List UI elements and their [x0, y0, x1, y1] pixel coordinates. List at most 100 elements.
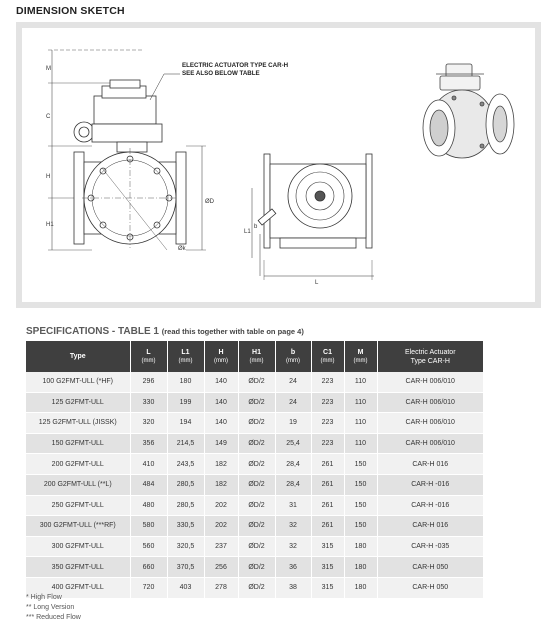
- table-cell: 202: [204, 495, 239, 517]
- valve-3d-illustration: [422, 63, 515, 159]
- table-cell: 720: [130, 577, 168, 599]
- specifications-note: (read this together with table on page 4…: [161, 327, 304, 336]
- table-cell: 300 G2FMT-ULL (***RF): [26, 515, 131, 537]
- footnote-high-flow: * High Flow: [26, 594, 62, 601]
- header-type: Type: [26, 341, 131, 372]
- table-cell: 484: [130, 474, 168, 496]
- table-cell: ØD/2: [238, 556, 276, 578]
- table-cell: 560: [130, 536, 168, 558]
- table-cell: 32: [275, 515, 312, 537]
- table-cell: CAR-H 006/010: [377, 433, 483, 455]
- table-cell: 150: [344, 515, 378, 537]
- table-cell: 202: [204, 515, 239, 537]
- table-cell: 315: [311, 577, 345, 599]
- table-cell: 410: [130, 453, 168, 475]
- table-cell: 36: [275, 556, 312, 578]
- table-cell: CAR-H 050: [377, 556, 483, 578]
- table-cell: ØD/2: [238, 515, 276, 537]
- table-cell: 28,4: [275, 474, 312, 496]
- table-cell: 140: [204, 412, 239, 434]
- table-cell: ØD/2: [238, 577, 276, 599]
- table-cell: 280,5: [167, 495, 205, 517]
- dim-label-dk: Øk: [178, 246, 187, 252]
- header-l1: L1(mm): [167, 341, 205, 372]
- table-cell: 403: [167, 577, 205, 599]
- table-cell: ØD/2: [238, 372, 276, 393]
- dimension-labels-side: L L1 b: [244, 224, 319, 286]
- header-h1: H1(mm): [238, 341, 276, 372]
- table-cell: CAR-H 016: [377, 453, 483, 475]
- table-cell: ØD/2: [238, 495, 276, 517]
- table-cell: 110: [344, 412, 378, 434]
- actuator-callout-line-2: SEE ALSO BELOW TABLE: [182, 70, 260, 77]
- dimension-labels-front: M C H H1 ØD Øk: [46, 66, 215, 252]
- table-cell: 320,5: [167, 536, 205, 558]
- table-cell: 31: [275, 495, 312, 517]
- table-cell: 214,5: [167, 433, 205, 455]
- table-cell: CAR-H -016: [377, 474, 483, 496]
- table-cell: 278: [204, 577, 239, 599]
- dim-label-c: C: [46, 114, 51, 120]
- dim-label-d: ØD: [205, 199, 215, 205]
- front-view-drawing: [48, 49, 206, 251]
- table-cell: 28,4: [275, 453, 312, 475]
- table-cell: 24: [275, 372, 312, 393]
- table-cell: ØD/2: [238, 412, 276, 434]
- dim-label-l1: L1: [244, 229, 251, 235]
- table-header-row: Type L(mm) L1(mm) H(mm) H1(mm) b(mm) C1(…: [26, 341, 483, 372]
- table-cell: 315: [311, 536, 345, 558]
- table-cell: 223: [311, 392, 345, 414]
- footnote-reduced-flow: *** Reduced Flow: [26, 614, 81, 621]
- table-cell: 38: [275, 577, 312, 599]
- header-b: b(mm): [275, 341, 312, 372]
- table-cell: 182: [204, 474, 239, 496]
- dim-label-m: M: [46, 66, 51, 72]
- table-cell: 370,5: [167, 556, 205, 578]
- table-cell: 256: [204, 556, 239, 578]
- table-cell: 140: [204, 392, 239, 414]
- table-cell: 149: [204, 433, 239, 455]
- table-cell: 200 G2FMT-ULL: [26, 453, 131, 475]
- table-cell: 110: [344, 392, 378, 414]
- table-cell: 250 G2FMT-ULL: [26, 495, 131, 517]
- table-cell: 243,5: [167, 453, 205, 475]
- table-cell: 223: [311, 433, 345, 455]
- footnote-long-version: ** Long Version: [26, 604, 75, 611]
- table-cell: 182: [204, 453, 239, 475]
- table-cell: 315: [311, 556, 345, 578]
- table-cell: 150 G2FMT-ULL: [26, 433, 131, 455]
- dim-label-l: L: [315, 280, 319, 286]
- side-view-drawing: [251, 153, 374, 280]
- table-cell: 150: [344, 474, 378, 496]
- table-cell: 180: [167, 372, 205, 393]
- dim-label-h1: H1: [46, 222, 54, 228]
- table-cell: CAR-H 050: [377, 577, 483, 599]
- table-cell: ØD/2: [238, 433, 276, 455]
- table-cell: 150: [344, 495, 378, 517]
- table-cell: 24: [275, 392, 312, 414]
- table-cell: ØD/2: [238, 453, 276, 475]
- table-cell: CAR-H 006/010: [377, 392, 483, 414]
- dim-label-b: b: [254, 224, 258, 230]
- table-cell: 261: [311, 474, 345, 496]
- table-cell: 25,4: [275, 433, 312, 455]
- table-cell: 140: [204, 372, 239, 393]
- table-cell: 125 G2FMT-ULL: [26, 392, 131, 414]
- table-cell: ØD/2: [238, 536, 276, 558]
- table-cell: 261: [311, 453, 345, 475]
- table-cell: 261: [311, 495, 345, 517]
- table-cell: 180: [344, 536, 378, 558]
- table-cell: ØD/2: [238, 392, 276, 414]
- table-cell: 400 G2FMT-ULL: [26, 577, 131, 599]
- dimension-sketch-canvas: M C H H1 ØD Øk ELECTRIC ACTUATOR TYPE CA…: [22, 28, 535, 302]
- header-m: M(mm): [344, 341, 378, 372]
- header-l: L(mm): [130, 341, 168, 372]
